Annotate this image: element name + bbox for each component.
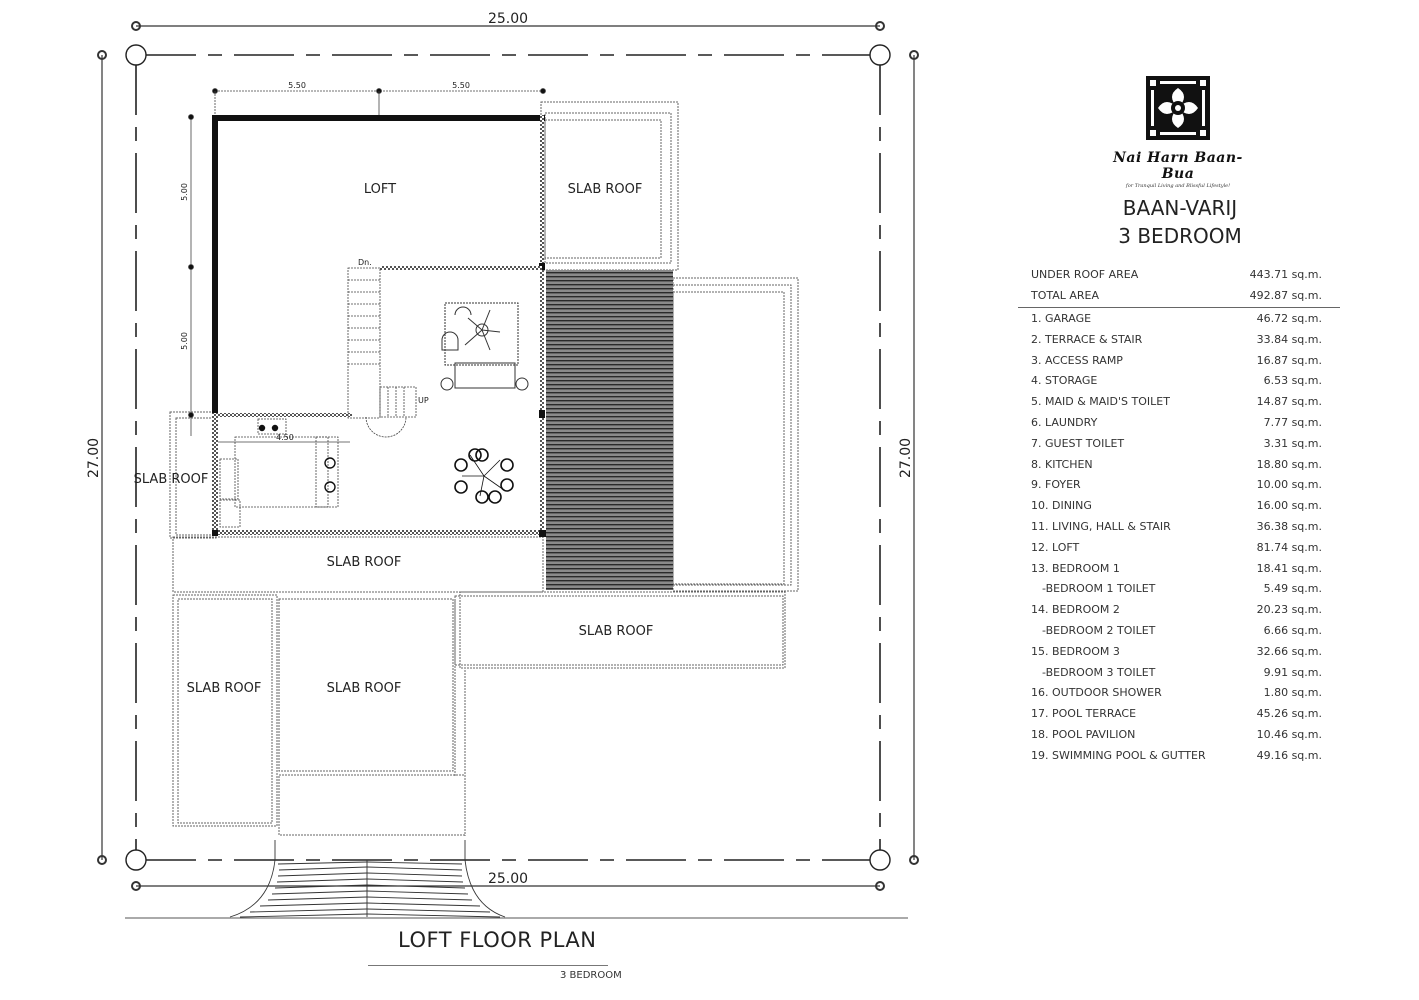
kitchen-dim: 4.50 [276,433,294,442]
slab-roof-left-label: SLAB ROOF [134,472,209,487]
roof-outlines [169,101,799,836]
slab-roof-middle-label: SLAB ROOF [327,555,402,570]
loft-walls [212,115,546,537]
slab-roof-bottom-left-label: SLAB ROOF [187,681,262,696]
right-height-dim: 27.00 [898,438,914,478]
stair-down-label: Dn. [358,258,372,267]
loft-span-2-dim: 5.50 [452,81,470,90]
project-heading: BAAN-VARIJ 3 BEDROOM [1090,194,1270,250]
brand-name: Nai Harn Baan-Bua [1113,150,1243,182]
brand-logo: Nai Harn Baan-Bua for Tranquil Living an… [1103,76,1253,189]
wood-deck [546,270,673,590]
overall-dimensions [97,21,919,891]
floor-plan-drawing: 25.00 25.00 27.00 27.00 5.50 5.50 5.00 5… [86,11,919,919]
stair [347,267,417,438]
slab-roof-right-label: SLAB ROOF [579,624,654,639]
project-name: BAAN-VARIJ [1122,196,1238,220]
slab-roof-bottom-center-label: SLAB ROOF [327,681,402,696]
plan-title: LOFT FLOOR PLAN [398,928,597,952]
summary-divider [1018,307,1340,308]
project-type: 3 BEDROOM [1118,224,1242,248]
loft-depth-2-dim: 5.00 [180,332,189,350]
dining-table [454,448,514,504]
top-width-dim: 25.00 [488,11,528,27]
loft-span-1-dim: 5.50 [288,81,306,90]
brand-tagline: for Tranquil Living and Blissful Lifesty… [1125,183,1231,189]
stair-up-label: UP [418,396,429,405]
left-height-dim: 27.00 [86,438,102,478]
grid-lines [125,44,891,871]
bottom-width-dim: 25.00 [488,871,528,887]
loft-dimensions [188,88,546,436]
title-underline [368,965,608,966]
living-furniture [440,302,529,391]
kitchen-fixtures [258,424,336,493]
kitchen-counter [218,418,350,528]
plan-subtitle: 3 BEDROOM [560,970,622,981]
loft-label: LOFT [364,182,396,197]
driveway [125,840,908,919]
lotus-emblem-icon [1146,76,1210,140]
loft-depth-1-dim: 5.00 [180,183,189,201]
slab-roof-top-right-label: SLAB ROOF [568,182,643,197]
